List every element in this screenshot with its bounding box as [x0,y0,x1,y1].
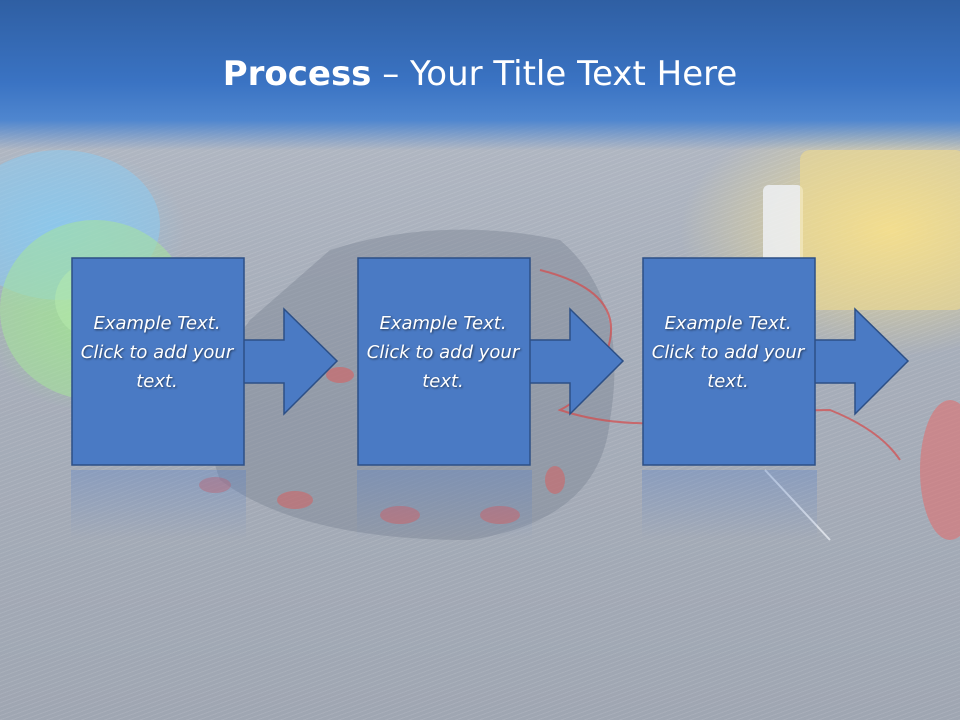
step-2-text[interactable]: Example Text. Click to add your text. [366,313,520,392]
step-2-shape [357,257,625,466]
step-3-shape [642,257,910,466]
step-1-box [71,257,245,466]
title-rest: – Your Title Text Here [371,54,738,94]
process-step-2[interactable]: Example Text. Click to add your text. [357,257,647,467]
step-1-text[interactable]: Example Text. Click to add your text. [80,313,234,392]
title-bar [0,0,960,150]
red-stitch-3 [380,506,420,524]
red-stitch-5 [199,477,231,493]
step-2-reflection [357,470,532,540]
step-1-reflection [71,470,246,540]
step-3-box [642,257,816,466]
red-stitch-2 [277,491,313,509]
red-stitch-6 [545,466,565,494]
needle [764,469,831,541]
thread-spool-yellow [800,150,960,310]
red-stitch-4 [480,506,520,524]
title-bold: Process [222,54,372,94]
process-step-3[interactable]: Example Text. Click to add your text. [642,257,932,467]
step-3-reflection [642,470,817,540]
step-2-box [357,257,531,466]
red-stitch-1 [326,367,354,383]
process-step-1[interactable]: Example Text. Click to add your text. [71,257,361,467]
red-thread-spool [920,400,960,540]
step-1-shape [71,257,339,466]
step-3-text[interactable]: Example Text. Click to add your text. [651,313,805,392]
slide-title[interactable]: Process – Your Title Text Here [0,52,960,96]
red-thread [539,269,901,461]
thread-spool-white [763,185,803,265]
